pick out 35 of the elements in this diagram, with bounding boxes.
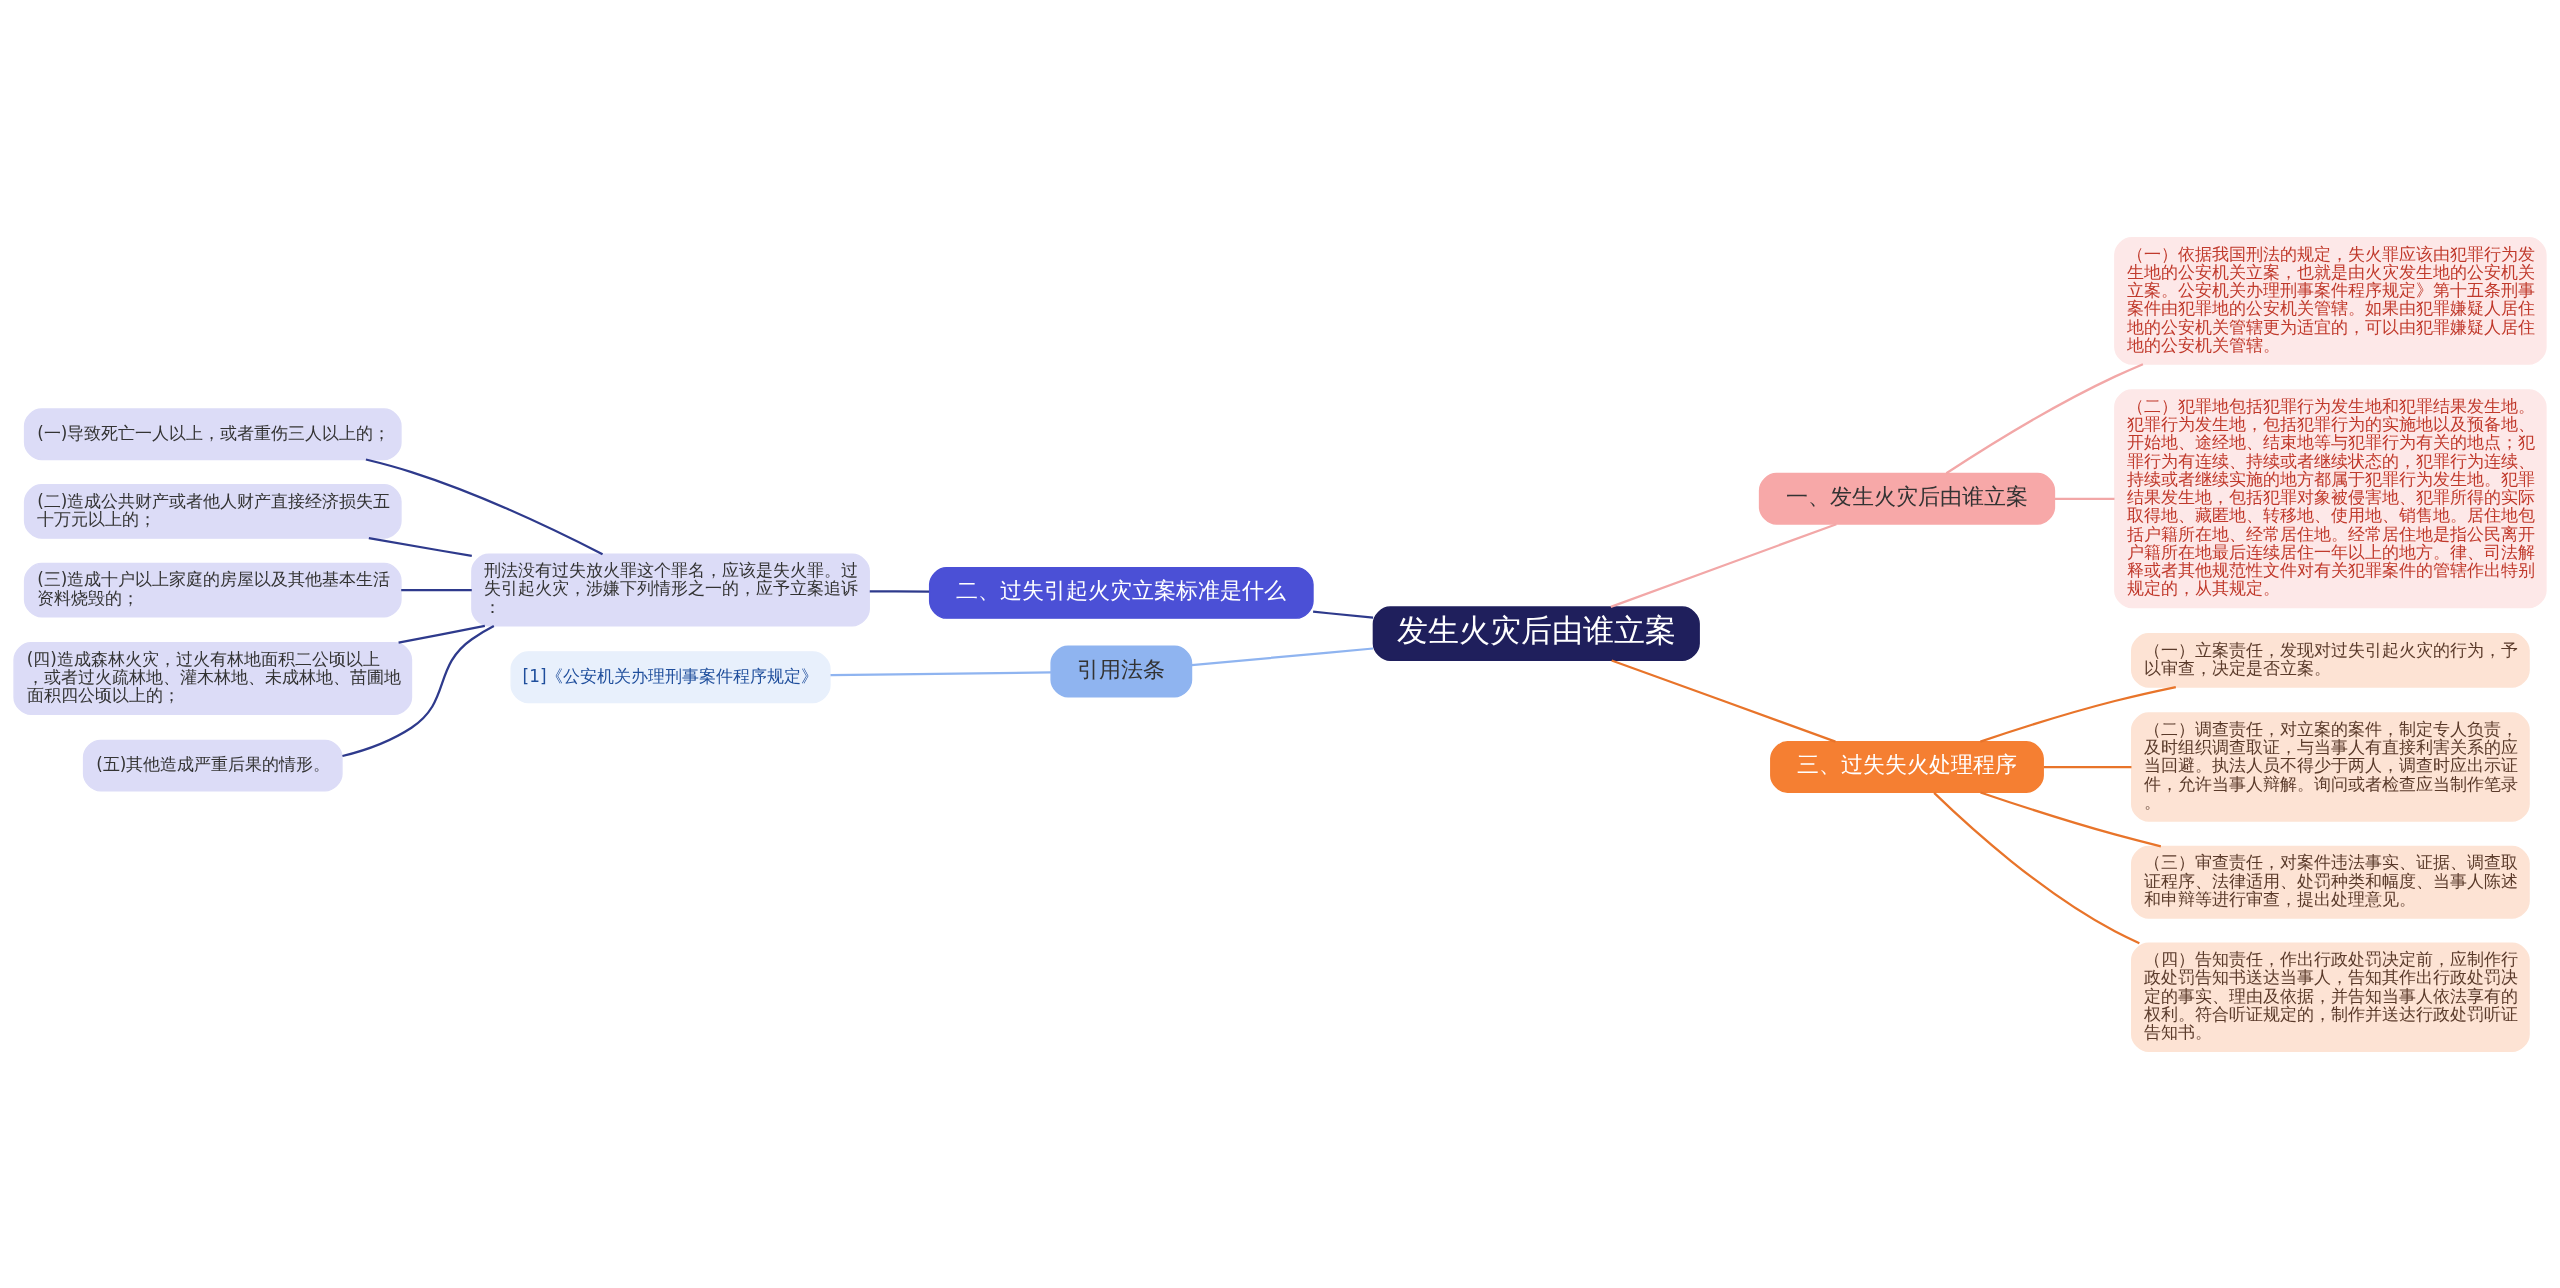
node-box: [1]《公安机关办理刑事案件程序规定》 [510, 650, 831, 703]
node-box: （三）审查责任，对案件违法事实、证据、调查取证程序、法律适用、处罚种类和幅度、当事人陈述和申辩等进行审查，提出处理意见。 [2131, 845, 2530, 919]
connector [1610, 522, 1837, 608]
connector [1980, 685, 2177, 743]
connector [365, 457, 604, 555]
connector [1980, 790, 2162, 847]
node-box: (二)造成公共财产或者他人财产直接经济损失五十万元以上的； [23, 483, 402, 539]
node-box: 引用法条 [1050, 645, 1193, 697]
connector [1611, 658, 1836, 743]
node-box: （一）依据我国刑法的规定，失火罪应该由犯罪行为发生地的公安机关立案，也就是由火灾发生地的公安机关立案。公安机关办理刑事案件程序规定》第十五条刑事案件由犯罪地的公安机关管辖。如果由犯罪嫌疑人居住地的公安机关管辖更为适宜的，可以由犯罪嫌疑人居住地的公安机关管辖。 [2114, 236, 2547, 365]
connector [401, 588, 472, 591]
node-box: （二）犯罪地包括犯罪行为发生地和犯罪结果发生地。犯罪行为发生地，包括犯罪行为的实施地以及预备地、开始地、途经地、结束地等与犯罪行为有关的地点；犯罪行为有连续、持续或者继续状态的，犯罪行为连续、持续或者继续实施的地方都属于犯罪行为发生地。犯罪结果发生地，包括犯罪对象被侵害地、犯罪所得的实际取得地、藏匿地、转移地、使用地、销售地。居住地包括户籍所在地、经常居住地。经常居住地是指公民离开户籍所在地最后连续居住一年以上的地方。律、司法解释或者其他规范性文件对有关犯罪案件的管辖作出特别规定的，从其规定。 [2114, 388, 2547, 608]
node-box: 一、发生火灾后由谁立案 [1758, 472, 2056, 525]
connector [1191, 646, 1374, 666]
node-box: 发生火灾后由谁立案 [1372, 605, 1700, 661]
node-box: （一）立案责任，发现对过失引起火灾的行为，予以审查，决定是否立案。 [2131, 632, 2530, 688]
node-box: （四）告知责任，作出行政处罚决定前，应制作行政处罚告知书送达当事人，告知其作出行政处罚决定的事实、理由及依据，并告知当事人依法享有的权利。符合听证规定的，制作并送达行政处罚听证告知书。 [2131, 942, 2530, 1052]
connector [2043, 765, 2132, 768]
connector [1933, 791, 2140, 944]
connector [1945, 362, 2144, 474]
connector [398, 624, 486, 644]
node-box: (一)导致死亡一人以上，或者重伤三人以上的； [23, 407, 402, 460]
node-box: 刑法没有过失放火罪这个罪名，应该是失火罪。过失引起火灾，涉嫌下列情形之一的，应予立案追诉： [471, 553, 870, 627]
node-box: 二、过失引起火灾立案标准是什么 [928, 566, 1314, 619]
connector [342, 624, 495, 757]
connector [869, 589, 929, 593]
node-box: (五)其他造成严重后果的情形。 [82, 739, 343, 792]
connector [368, 536, 472, 557]
connector [2054, 497, 2115, 500]
node-box: （二）调查责任，对立案的案件，制定专人负责，及时组织调查取证，与当事人有直接利害关系的应当回避。执法人员不得少于两人，调查时应出示证件，允许当事人辩解。询问或者检查应当制作笔录。 [2131, 711, 2530, 822]
node-box: (四)造成森林火灾，过火有林地面积二公顷以上，或者过火疏林地、灌木林地、未成林地、苗圃地面积四公顷以上的； [13, 641, 413, 715]
node-box: 三、过失失火处理程序 [1770, 740, 2044, 793]
connector [1313, 610, 1374, 619]
node-box: (三)造成十户以上家庭的房屋以及其他基本生活资料烧毁的； [23, 562, 402, 617]
connector [830, 670, 1051, 676]
